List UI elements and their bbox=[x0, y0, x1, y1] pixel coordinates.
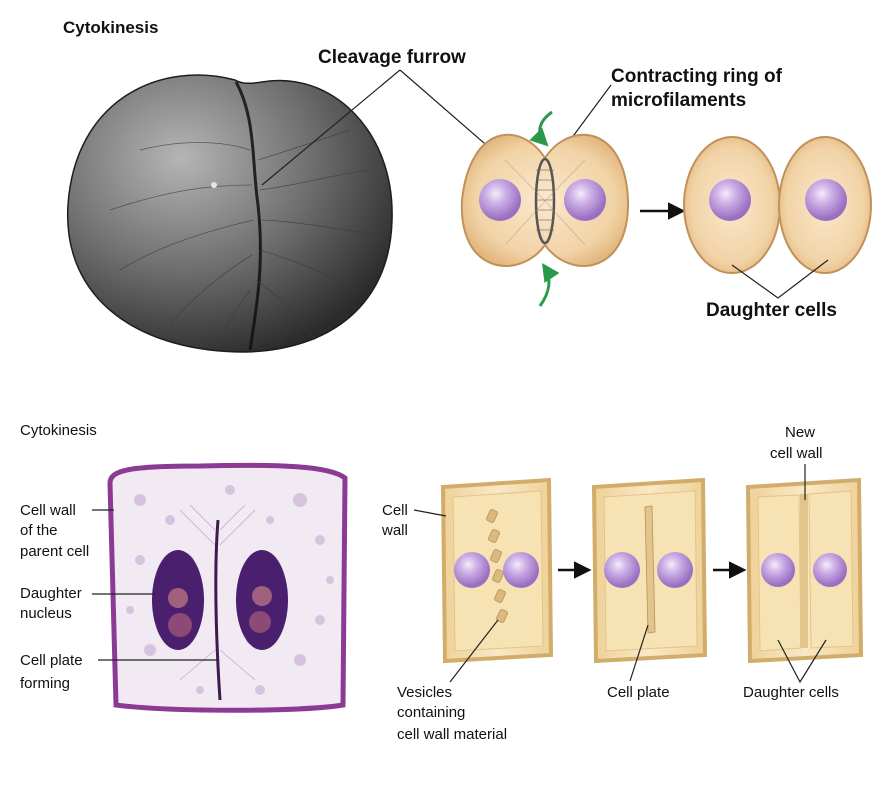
plant-cell-micrograph bbox=[107, 462, 348, 713]
vesicles-leader bbox=[449, 619, 499, 683]
new-cell-wall bbox=[800, 494, 808, 648]
dividing-animal-cell bbox=[460, 133, 630, 267]
cell-plate-label: Cell plate bbox=[607, 684, 670, 701]
new-cell-wall-label-1: New bbox=[785, 424, 815, 441]
vesicles-label-2: containing bbox=[397, 704, 465, 721]
contracting-ring-label-line1: Contracting ring of bbox=[611, 66, 783, 87]
cell-plate-forming-label-2: forming bbox=[20, 675, 70, 692]
cleavage-furrow-label: Cleavage furrow bbox=[318, 47, 466, 68]
contracting-ring bbox=[534, 157, 556, 245]
daughter-cells-leader bbox=[731, 259, 829, 299]
daughter-animal-cells bbox=[683, 136, 872, 274]
cell-wall-label-2: wall bbox=[381, 522, 408, 539]
cell-wall-parent-label-3: parent cell bbox=[20, 543, 89, 560]
daughter-cells-label-bottom: Daughter cells bbox=[743, 684, 839, 701]
daughter-cells-label-top: Daughter cells bbox=[706, 300, 837, 321]
new-cell-wall-label-2: cell wall bbox=[770, 445, 823, 462]
plant-cell-stage-daughters bbox=[745, 477, 864, 664]
vesicles-label-3: cell wall material bbox=[397, 726, 507, 743]
nucleus-right bbox=[564, 179, 606, 221]
cell-plate-leader bbox=[629, 624, 649, 682]
plant-title: Cytokinesis bbox=[20, 422, 97, 439]
constriction-arrow-bottom bbox=[538, 263, 560, 307]
constriction-arrow-top bbox=[529, 110, 553, 147]
cell-wall-leader bbox=[413, 509, 447, 517]
daughter-nucleus-label-1: Daughter bbox=[20, 585, 82, 602]
cell-wall-parent-label-2: of the bbox=[20, 522, 58, 539]
animal-title: Cytokinesis bbox=[63, 18, 158, 37]
nucleus-left bbox=[479, 179, 521, 221]
cell-plate-forming-label-1: Cell plate bbox=[20, 652, 83, 669]
cell-wall-parent-label-1: Cell wall bbox=[20, 502, 76, 519]
plant-cell-stage-vesicles bbox=[440, 477, 554, 664]
cell-wall-label-1: Cell bbox=[382, 502, 408, 519]
daughter-cells-leader-bottom bbox=[777, 639, 827, 684]
daughter-nucleus-label-2: nucleus bbox=[20, 605, 72, 622]
cell-plate-forming bbox=[214, 519, 222, 701]
contracting-ring-label-line2: microfilaments bbox=[611, 90, 746, 111]
cleavage-furrow-leader-sem bbox=[261, 69, 401, 186]
plant-cell-stage-cell-plate bbox=[591, 477, 708, 664]
vesicles-label-1: Vesicles bbox=[397, 684, 452, 701]
